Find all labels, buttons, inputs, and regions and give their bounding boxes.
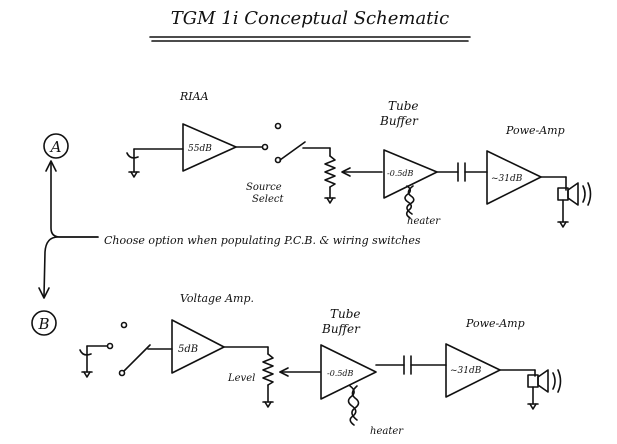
voltage-amp-gain: 5dB <box>178 344 198 355</box>
source-select-label: Select <box>252 194 284 205</box>
heater-coil-icon <box>406 185 415 215</box>
tube-buffer-label: Tube <box>330 307 361 321</box>
voltage-amplifier <box>171 319 225 374</box>
input-select-switch <box>123 344 151 372</box>
ground-arrow <box>326 197 334 204</box>
speaker-cone-icon <box>567 182 579 206</box>
speaker-cone-icon <box>537 369 549 393</box>
switch-contact <box>274 122 282 130</box>
sound-waves-icon <box>557 369 562 393</box>
switch-contact <box>118 369 126 377</box>
tube-buffer-amplifier <box>383 149 438 199</box>
selector-arrow-a <box>50 162 99 238</box>
ground-arrow <box>264 401 272 408</box>
power-amp-gain: ~31dB <box>450 366 482 376</box>
power-amp-label: Powe-Amp <box>465 317 525 330</box>
input-jack-icon <box>126 152 139 159</box>
tube-buffer-gain: -0.5dB <box>327 369 354 378</box>
power-amplifier <box>445 343 501 398</box>
tube-buffer-label: Buffer <box>379 114 419 128</box>
option-b-label: B <box>37 315 49 333</box>
tube-buffer-gain: -0.5dB <box>387 169 414 178</box>
ground-arrow <box>529 403 537 410</box>
wiper-arrow-icon <box>341 167 351 177</box>
heater-coil-icon <box>351 385 360 421</box>
switch-contact <box>106 342 114 350</box>
selector-arrow-b <box>43 236 99 297</box>
switch-contact <box>120 321 128 329</box>
sound-waves-icon <box>552 372 556 390</box>
tube-buffer-label: Buffer <box>321 322 361 336</box>
option-a-circle <box>43 133 69 159</box>
sound-waves-icon <box>582 185 586 203</box>
potentiometer-icon <box>262 353 274 386</box>
heater-coil-icon <box>404 185 413 219</box>
page-title: TGM 1i Conceptual Schematic <box>171 8 450 29</box>
option-a-label: A <box>49 138 62 156</box>
tube-buffer-amplifier <box>320 344 377 400</box>
heater-label: heater <box>370 426 404 437</box>
power-amp-gain: ~31dB <box>491 174 523 184</box>
heater-coil-icon <box>347 385 357 426</box>
power-amp-label: Powe-Amp <box>505 124 565 137</box>
option-b-circle <box>31 310 57 336</box>
source-select-switch <box>279 141 306 161</box>
voltage-amp-label: Voltage Amp. <box>180 292 254 305</box>
switch-contact <box>261 143 269 151</box>
riaa-amplifier <box>182 123 237 172</box>
heater-label: heater <box>407 216 441 227</box>
ground-arrow <box>559 221 567 228</box>
ground-arrow <box>130 171 138 178</box>
power-amplifier <box>486 150 542 205</box>
input-jack-icon <box>79 349 92 356</box>
sound-waves-icon <box>587 182 592 206</box>
riaa-gain: 55dB <box>188 144 212 154</box>
source-select-label: Source <box>246 182 282 193</box>
wiper-arrow-icon <box>279 367 289 377</box>
instruction-note: Choose option when populating P.C.B. & w… <box>104 234 421 247</box>
tube-buffer-label: Tube <box>388 99 419 113</box>
arrow-head-up-icon <box>45 160 57 172</box>
potentiometer-icon <box>324 155 336 188</box>
riaa-label: RIAA <box>179 90 209 103</box>
ground-arrow <box>83 371 91 378</box>
speaker-icon <box>527 374 539 388</box>
arrow-head-down-icon <box>38 287 50 299</box>
level-label: Level <box>227 373 255 384</box>
